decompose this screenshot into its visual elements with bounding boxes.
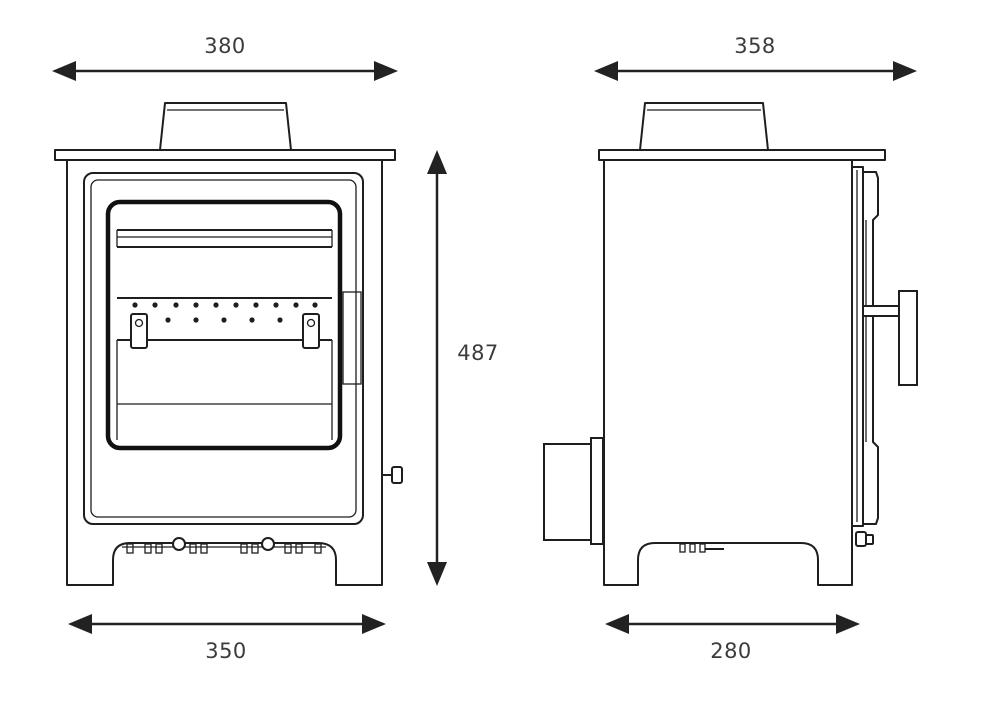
dim-side-top-arrow (594, 61, 917, 81)
dim-front-top-arrow (52, 61, 398, 81)
dim-height-label: 487 (457, 341, 499, 365)
dim-front-bottom-label: 350 (205, 639, 247, 663)
front-glass-window (105, 199, 343, 451)
dim-front-top-label: 380 (204, 34, 246, 58)
front-door-inner (90, 179, 357, 518)
dim-side-top-label: 358 (734, 34, 776, 58)
stove-front-view (54, 102, 403, 586)
dim-height-arrow (427, 150, 447, 586)
side-top-plate (598, 149, 886, 161)
front-air-controls (122, 537, 326, 554)
front-flue-collar (159, 102, 292, 151)
dim-side-bottom-arrow (605, 614, 860, 634)
front-body (66, 160, 383, 586)
side-body (603, 160, 853, 586)
side-lower-knob (855, 531, 874, 547)
side-air-control (679, 543, 724, 553)
front-door-clamp-left (130, 313, 148, 349)
front-door-outer (83, 172, 364, 525)
side-rear-spigot (543, 437, 604, 545)
front-airwash-holes (132, 302, 318, 323)
dim-side-bottom-label: 280 (710, 639, 752, 663)
front-side-control-knob (382, 466, 403, 484)
front-top-plate (54, 149, 396, 161)
front-door-clamp-right (302, 313, 320, 349)
side-door-handle (862, 290, 918, 386)
side-flue-collar (639, 102, 769, 151)
stove-side-view (543, 102, 918, 586)
dim-front-bottom-arrow (68, 614, 386, 634)
side-door-profile (851, 166, 879, 527)
